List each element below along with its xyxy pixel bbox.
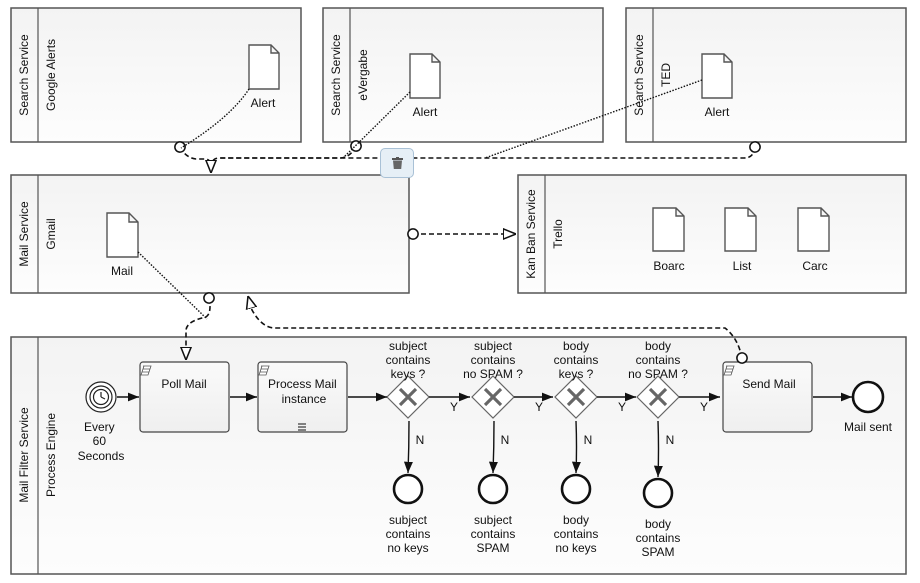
data-object-label: Alert bbox=[251, 96, 276, 110]
message-flow-gmail-to-poll-mail[interactable] bbox=[186, 298, 210, 360]
association[interactable] bbox=[341, 91, 411, 160]
yes-label: Y bbox=[618, 400, 626, 414]
document-icon bbox=[701, 53, 733, 99]
task-process-mail-instance[interactable]: Process Mail instance bbox=[257, 361, 348, 433]
yes-label: Y bbox=[535, 400, 543, 414]
exclusive-x-icon bbox=[483, 387, 503, 407]
no-label: N bbox=[666, 433, 675, 447]
task-label: Process Mail instance bbox=[268, 377, 340, 406]
script-icon bbox=[140, 365, 152, 376]
lane-label: TED bbox=[659, 63, 673, 87]
message-flows bbox=[180, 140, 761, 360]
task-send-mail[interactable]: Send Mail bbox=[722, 361, 813, 433]
no-label: N bbox=[584, 433, 593, 447]
message-flow-send-mail-to-gmail[interactable] bbox=[248, 296, 742, 358]
delete-button[interactable] bbox=[380, 148, 414, 178]
data-object-label: List bbox=[733, 259, 752, 273]
data-object-label: Boarc bbox=[653, 259, 684, 273]
data-object-label: Carc bbox=[802, 259, 827, 273]
no-label: N bbox=[416, 433, 425, 447]
sequence-flow-no[interactable] bbox=[403, 420, 413, 474]
no-label: N bbox=[501, 433, 510, 447]
trash-icon bbox=[392, 157, 403, 169]
exclusive-x-icon bbox=[398, 387, 418, 407]
sequence-flow-no[interactable] bbox=[488, 420, 498, 474]
data-object-alert[interactable]: Alert bbox=[701, 53, 733, 119]
pool-participant-label: Search Service bbox=[329, 34, 343, 116]
data-object-label: Mail bbox=[111, 264, 133, 278]
data-object-label: Alert bbox=[413, 105, 438, 119]
association[interactable] bbox=[137, 251, 208, 320]
lane-label: Trello bbox=[551, 219, 565, 249]
timer-icon bbox=[92, 388, 110, 406]
data-object-alert[interactable]: Alert bbox=[248, 44, 280, 110]
message-flow-google-to-gmail[interactable] bbox=[180, 147, 211, 173]
pool-ted[interactable]: Search Service TED Alert bbox=[625, 7, 907, 143]
data-object-board[interactable]: Boarc bbox=[652, 207, 685, 273]
pool-trello[interactable]: Kan Ban Service Trello Boarc List Carc bbox=[517, 174, 907, 294]
task-poll-mail[interactable]: Poll Mail bbox=[139, 361, 230, 433]
exclusive-x-icon bbox=[648, 387, 668, 407]
pool-participant-label: Kan Ban Service bbox=[524, 189, 538, 279]
pool-google-alerts[interactable]: Search Service Google Alerts Alert bbox=[10, 7, 302, 143]
sequence-flow-no[interactable] bbox=[571, 420, 581, 474]
pool-evergabe[interactable]: Search Service eVergabe Alert bbox=[322, 7, 604, 143]
lane-label: eVergabe bbox=[356, 49, 370, 101]
task-label: Send Mail bbox=[742, 377, 795, 391]
lane-label: Gmail bbox=[44, 218, 58, 249]
data-object-label: Alert bbox=[705, 105, 730, 119]
data-object-alert[interactable]: Alert bbox=[409, 53, 441, 119]
sequence-flow-no[interactable] bbox=[653, 420, 663, 478]
message-flow-ted-to-gmail[interactable] bbox=[220, 141, 761, 159]
yes-label: Y bbox=[450, 400, 458, 414]
pool-participant-label: Search Service bbox=[632, 34, 646, 116]
document-icon bbox=[409, 53, 441, 99]
pool-gmail[interactable]: Mail Service Gmail Mail bbox=[10, 174, 410, 294]
document-icon bbox=[724, 207, 757, 252]
document-icon bbox=[797, 207, 830, 252]
associations bbox=[137, 79, 703, 320]
lane-label: Google Alerts bbox=[44, 39, 58, 111]
data-object-list[interactable]: List bbox=[724, 207, 757, 273]
data-object-card[interactable]: Carc bbox=[797, 207, 830, 273]
pool-participant-label: Mail Filter Service bbox=[17, 407, 31, 503]
pool-participant-label: Mail Service bbox=[17, 201, 31, 267]
end-event-label: Mail sent bbox=[844, 420, 893, 434]
task-label: Poll Mail bbox=[161, 377, 206, 391]
exclusive-x-icon bbox=[566, 387, 586, 407]
document-icon bbox=[106, 212, 139, 258]
yes-label: Y bbox=[700, 400, 708, 414]
start-event-label: Every 60 Seconds bbox=[78, 420, 125, 463]
message-flow-evergabe-to-gmail[interactable] bbox=[211, 140, 362, 164]
document-icon bbox=[248, 44, 280, 90]
end-event-mail-sent[interactable]: Mail sent bbox=[844, 380, 893, 434]
script-icon bbox=[258, 365, 270, 376]
pool-participant-label: Search Service bbox=[17, 34, 31, 116]
association[interactable] bbox=[484, 79, 703, 159]
data-object-mail[interactable]: Mail bbox=[106, 212, 139, 278]
association[interactable] bbox=[180, 88, 250, 149]
multi-instance-icon bbox=[298, 423, 306, 431]
lane-label: Process Engine bbox=[44, 413, 58, 497]
script-icon bbox=[723, 365, 735, 376]
timer-start-event[interactable]: Every 60 Seconds bbox=[78, 381, 125, 463]
document-icon bbox=[652, 207, 685, 252]
